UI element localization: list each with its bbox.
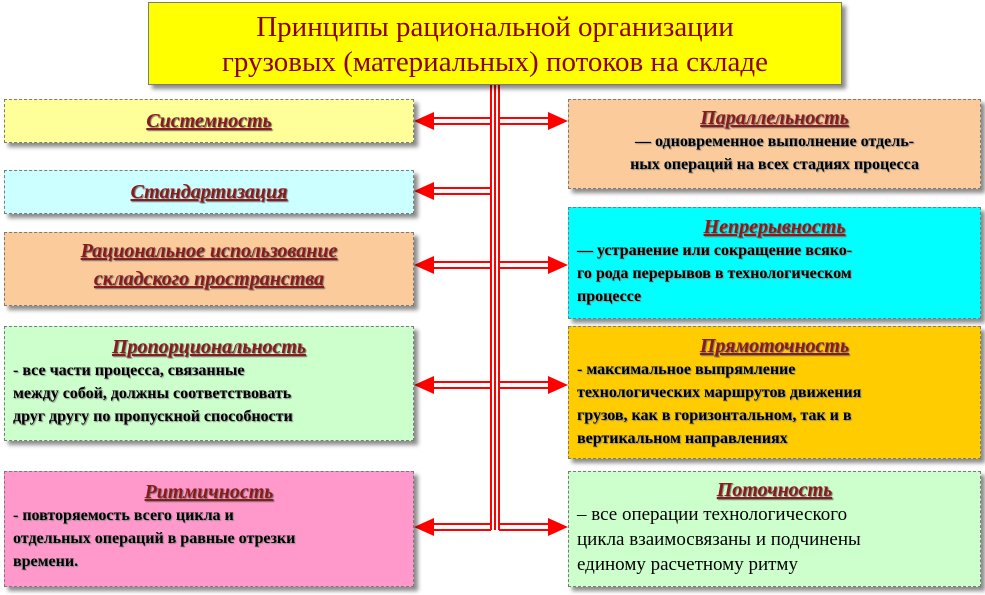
diagram-title: Принципы рациональной организации грузов… bbox=[148, 2, 842, 85]
box-text-line: - максимальное выпрямление bbox=[577, 361, 796, 378]
arrow-left bbox=[414, 112, 491, 130]
box-parallelnost: Параллельность — одновременное выполнени… bbox=[568, 99, 981, 189]
box-standartizatsiya: Стандартизация bbox=[4, 170, 414, 214]
box-ritmichnost: Ритмичность - повторяемость всего цикла … bbox=[4, 471, 414, 587]
box-text-line: – все операции технологического bbox=[577, 504, 848, 525]
box-text-line: процессе bbox=[577, 288, 642, 305]
box-text-line: цикла взаимосвязаны и подчинены bbox=[577, 529, 861, 550]
box-ratsionalnoe-ispolzovanie: Рациональное использование складского пр… bbox=[4, 232, 414, 306]
box-heading-line-2: складского пространства bbox=[93, 268, 325, 290]
box-text-line: друг другу по пропускной способности bbox=[13, 408, 293, 425]
box-text-line: вертикальном направлениях bbox=[577, 430, 788, 447]
box-text-line: отдельных операций в равные отрезки bbox=[13, 530, 296, 547]
box-text-line: - повторяемость всего цикла и bbox=[13, 507, 234, 524]
box-text-line: - все части процесса, связанные bbox=[13, 362, 245, 379]
box-heading: Пропорциональность bbox=[111, 336, 307, 358]
arrow-right bbox=[499, 518, 568, 536]
box-text-line: грузов, как в горизонтальном, так и в bbox=[577, 407, 852, 424]
box-heading: Поточность bbox=[716, 479, 833, 501]
box-pryamotochnost: Прямоточность - максимальное выпрямление… bbox=[568, 326, 981, 459]
arrow-left bbox=[414, 256, 491, 274]
box-heading: Параллельность bbox=[700, 107, 849, 129]
box-text-line: — устранение или сокращение всяко- bbox=[577, 242, 853, 259]
box-text-line: ных операций на всех стадиях процесса bbox=[630, 156, 919, 173]
box-heading: Прямоточность bbox=[699, 335, 850, 357]
box-nepreryvnost: Непрерывность — устранение или сокращени… bbox=[568, 207, 981, 319]
box-text-line: го рода перерывов в технологическом bbox=[577, 265, 852, 282]
box-heading: Непрерывность bbox=[703, 216, 846, 238]
box-text-line: времени. bbox=[13, 553, 79, 570]
arrow-right bbox=[499, 256, 568, 274]
title-line-2: грузовых (материальных) потоков на склад… bbox=[221, 46, 768, 78]
arrow-left bbox=[414, 182, 491, 200]
arrow-right bbox=[499, 112, 568, 130]
arrow-left bbox=[414, 518, 491, 536]
arrow-left bbox=[414, 376, 491, 394]
box-heading: Системность bbox=[146, 110, 272, 132]
trunk-line bbox=[490, 85, 500, 530]
box-proportsionalnost: Пропорциональность - все части процесса,… bbox=[4, 326, 414, 441]
box-heading: Ритмичность bbox=[144, 481, 274, 503]
box-heading-line-1: Рациональное использование bbox=[80, 240, 338, 262]
box-text-line: — одновременное выполнение отдель- bbox=[634, 133, 914, 150]
title-line-1: Принципы рациональной организации bbox=[256, 11, 734, 43]
box-text-line: технологических маршрутов движения bbox=[577, 384, 862, 401]
box-potochnost: Поточность – все операции технологическо… bbox=[568, 471, 981, 587]
box-text-line: единому расчетному ритму bbox=[577, 554, 798, 575]
box-systemnost: Системность bbox=[4, 99, 414, 143]
box-text-line: между собой, должны соответствовать bbox=[13, 385, 292, 402]
box-heading: Стандартизация bbox=[130, 181, 288, 203]
arrow-right bbox=[499, 376, 568, 394]
